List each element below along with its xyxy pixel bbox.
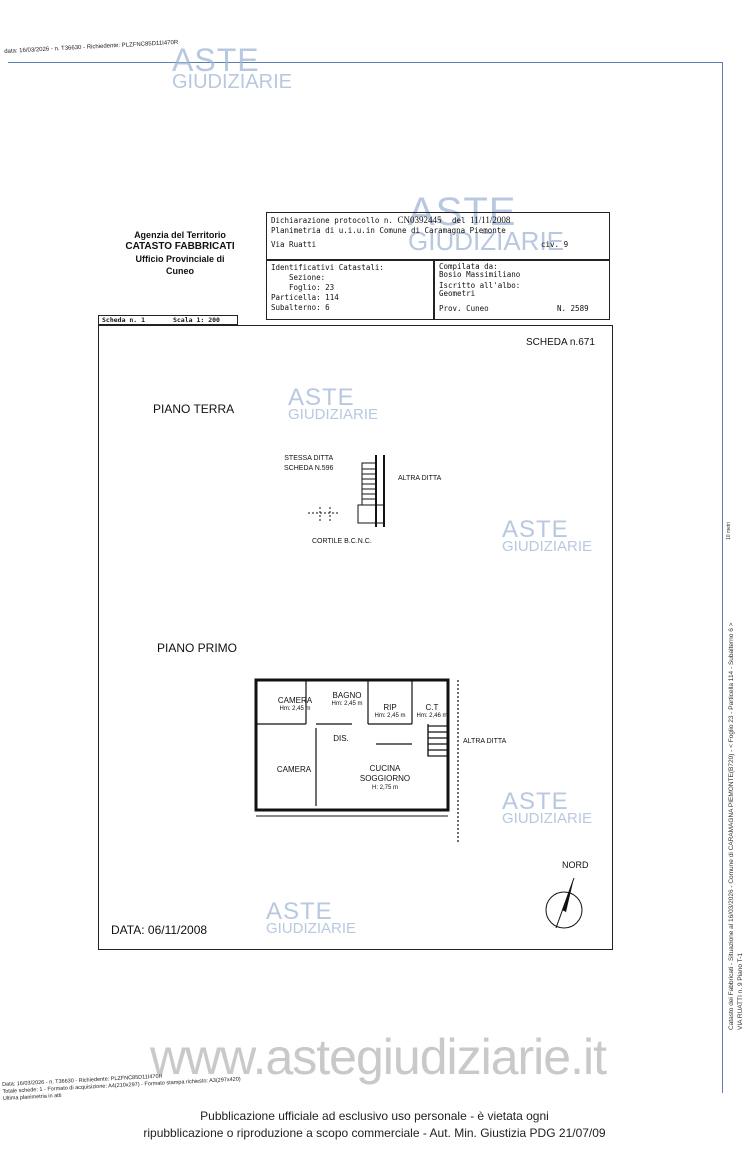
scheda-number: SCHEDA n.671 [526, 337, 595, 348]
ident-sezione: Sezione: [289, 273, 326, 282]
del-value: 11/11/2008 [470, 215, 511, 225]
ident-title: Identificativi Catastali: [271, 263, 384, 272]
compilata-line3: Iscritto all'albo: [439, 281, 521, 290]
piano-terra-plan [308, 455, 385, 527]
identificativi-box: Identificativi Catastali: Sezione: Fogli… [266, 260, 434, 320]
room-bagno: BAGNO Hm: 2,45 m [326, 692, 368, 708]
stessa-ditta-text: STESSA DITTA [284, 455, 334, 462]
room-soggiorno-name: SOGGIORNO [359, 774, 411, 783]
compilata-line2: Bosio Massimiliano [439, 270, 521, 279]
compilata-box: Compilata da: Bosio Massimiliano Iscritt… [434, 260, 610, 320]
agency-name: Agenzia del Territorio [134, 230, 226, 240]
room-ct-height: Hm: 2,46 m [416, 713, 448, 719]
room-rip-name: RIP [383, 703, 397, 712]
scala-label: Scala 1: 200 [172, 316, 220, 324]
civ-line: civ. 9 [541, 240, 569, 249]
room-camera-1-height: Hm: 2,45 m [279, 706, 311, 712]
agency-city: Cuneo [166, 266, 194, 276]
agency-dept: CATASTO FABBRICATI [125, 241, 235, 252]
room-bagno-height: Hm: 2,45 m [331, 701, 363, 707]
room-dis: DIS. [333, 734, 349, 743]
footer-line-2: ripubblicazione o riproduzione a scopo c… [143, 1126, 606, 1140]
header-stamp: data: 16/03/2026 - n. T36630 - Richieden… [4, 39, 179, 55]
scheda-label: Scheda n. 1 [102, 316, 146, 324]
watermark-primo: ASTE GIUDIZIARIE [502, 788, 593, 827]
compilata-line4: Geometri [439, 289, 476, 298]
site-watermark: www.astegiudiziarie.it [150, 1029, 607, 1085]
room-cucina-name: CUCINA [369, 764, 401, 773]
piano-primo-title: PIANO PRIMO [157, 641, 238, 655]
room-cucina-height: H: 2,75 m [371, 785, 398, 791]
nord-arrow-icon [545, 877, 583, 929]
side-mm: 10 metri [726, 521, 732, 540]
dichiarazione-value: CN0392445 [397, 215, 442, 225]
watermark-data: ASTE GIUDIZIARIE [266, 898, 357, 937]
side-text-2: VIA RUATTI n. 9 Piano T-1 [737, 952, 744, 1030]
watermark-right: ASTE GIUDIZIARIE [502, 516, 593, 555]
del-label: del [451, 216, 466, 225]
stair-primo [427, 725, 449, 757]
nord-label: NORD [562, 860, 589, 870]
room-rip: RIP Hm: 2,45 m [368, 704, 412, 720]
ident-particella: Particella: 114 [271, 293, 339, 302]
agency-office: Ufficio Provinciale di [135, 254, 225, 264]
ident-foglio: Foglio: 23 [289, 283, 335, 292]
room-ct-name: C.T [425, 703, 439, 712]
compilata-line1: Compilata da: [439, 262, 498, 271]
room-rip-height: Hm: 2,45 m [374, 713, 406, 719]
protocol-box: Dichiarazione protocollo n. CN0392445 de… [266, 212, 610, 260]
watermark-top: ASTE GIUDIZIARIE [172, 42, 293, 93]
piano-terra-title: PIANO TERRA [153, 402, 235, 416]
room-camera-1-name: CAMERA [277, 696, 313, 705]
side-text: Catasto dei Fabbricati - Situazione al 1… [728, 622, 735, 1030]
scheda-596-text: SCHEDA N.596 [284, 465, 334, 472]
footer: Pubblicazione ufficiale ad esclusivo uso… [0, 1108, 749, 1142]
main-sheet [98, 325, 613, 950]
ident-subalterno: Subalterno: 6 [271, 303, 330, 312]
room-camera-2: CAMERA [276, 765, 312, 774]
altra-ditta-terra: ALTRA DITTA [398, 475, 442, 482]
data-label: DATA: 06/11/2008 [111, 923, 208, 937]
compilata-num: N. 2589 [557, 304, 589, 313]
cortile-label: CORTILE B.C.N.C. [312, 538, 372, 545]
watermark-terra: ASTE GIUDIZIARIE [288, 384, 379, 423]
room-bagno-name: BAGNO [332, 691, 362, 700]
stessa-ditta-label: STESSA DITTA SCHEDA N.596 [284, 454, 333, 474]
altra-ditta-primo: ALTRA DITTA [463, 738, 507, 745]
outer-frame [8, 62, 723, 1093]
via-line: Via Ruatti [271, 240, 317, 249]
room-camera-1: CAMERA Hm: 2,45 m [274, 697, 316, 713]
piano-primo-plan [254, 678, 459, 842]
planimetria-line: Planimetria di u.i.u.in Comune di Carama… [271, 226, 506, 235]
scheda-bar: Scheda n. 1 Scala 1: 200 [98, 315, 238, 325]
room-cucina: CUCINA SOGGIORNO H: 2,75 m [352, 764, 418, 792]
agency-block: Agenzia del Territorio CATASTO FABBRICAT… [110, 229, 250, 277]
footer-line-1: Pubblicazione ufficiale ad esclusivo uso… [200, 1109, 549, 1123]
compilata-prov: Prov. Cuneo [439, 304, 489, 313]
room-ct: C.T Hm: 2,46 m [412, 704, 452, 720]
dichiarazione-label: Dichiarazione protocollo n. [271, 216, 393, 225]
